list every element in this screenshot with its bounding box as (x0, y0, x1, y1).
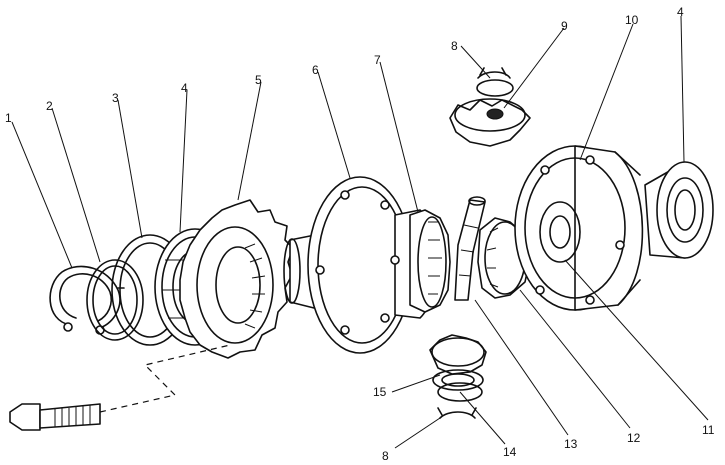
snap-ring (49, 265, 121, 335)
callout-4-right: 4 (677, 5, 684, 19)
callout-14: 14 (503, 445, 517, 459)
callout-13: 13 (564, 437, 578, 451)
callout-10: 10 (625, 13, 639, 27)
spur-gear (179, 199, 294, 359)
assembly-path-dashed (99, 344, 231, 413)
pinion-gear-bottom (429, 334, 487, 419)
callout-15: 15 (373, 385, 387, 399)
callout-8-top: 8 (451, 39, 458, 53)
ring-2 (86, 259, 144, 341)
callout-8-bottom: 8 (382, 449, 389, 463)
bolt (9, 403, 101, 431)
pinion-gear-top (449, 67, 531, 147)
callout-5: 5 (255, 73, 262, 87)
cross-pin (454, 196, 486, 301)
callout-11: 11 (702, 423, 715, 437)
leader-lines (11, 15, 709, 449)
callout-1: 1 (5, 111, 12, 125)
callout-7: 7 (374, 53, 381, 67)
callout-12: 12 (627, 431, 641, 445)
callout-2: 2 (46, 99, 53, 113)
side-gear-left (409, 209, 451, 313)
carrier-housing (514, 145, 644, 311)
bearing-right (644, 161, 714, 259)
callout-3: 3 (112, 91, 119, 105)
callout-labels: 1 2 3 4 5 6 7 8 9 10 4 15 8 14 13 12 11 (5, 5, 715, 463)
callout-4-left: 4 (181, 81, 188, 95)
callout-9: 9 (561, 19, 568, 33)
callout-6: 6 (312, 63, 319, 77)
